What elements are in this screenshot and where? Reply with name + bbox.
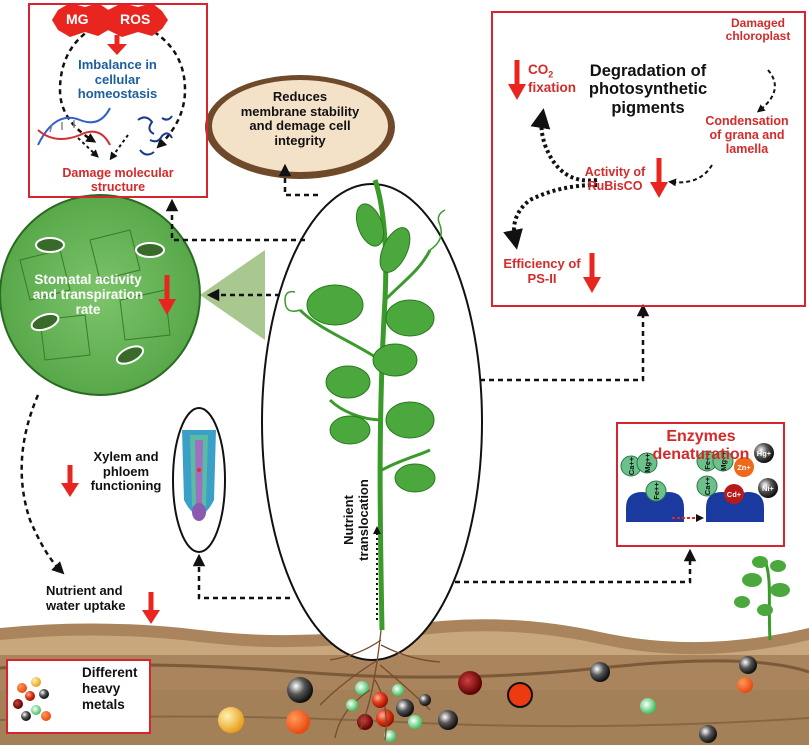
soil-metal-balls [218,656,757,743]
ros-label: ROS [120,11,151,27]
red-decrease-arrows [61,35,668,624]
nutrient-uptake-text: Nutrient and water uptake [46,583,126,613]
ion-hg [754,443,774,463]
degradation-title: Degradation of photosynthetic pigments [588,62,708,117]
molecule-arrows [77,134,129,161]
ion-cd-label: Cd+ [727,490,742,499]
ros-badge [104,3,168,37]
mg-badge [52,3,118,37]
ion-ca-2-label: Ca++ [703,476,712,495]
ion-mg-2-label: Mg++ [719,451,728,471]
ps2-text: Efficiency of PS-II [503,256,581,286]
ion-ni-label: Ni+ [762,484,775,493]
imbalance-text: Imbalance in cellular homeostasis [77,57,158,102]
ion-ni [758,478,778,498]
box-photosynthesis [491,11,806,307]
membrane-text: Reduces membrane stability and demage ce… [240,89,360,148]
co2-fixation-text: CO2 fixation [528,62,577,95]
damaged-chloroplast-text: Damaged chloroplast [725,16,791,44]
ion-mg-2 [712,450,734,472]
box-molecular [28,3,208,198]
rubisco-text: Activity of RuBisCO [584,165,646,193]
ion-fe-1 [645,480,667,502]
dna-icon [37,107,111,146]
metals-cluster-icon [13,677,51,721]
ion-zn [734,457,754,477]
roots [319,629,441,741]
ion-fe-1-label: Fe++ [652,482,661,500]
membrane-cell [205,75,395,179]
ion-zn-label: Zn+ [737,463,751,472]
xylem-ellipse [172,407,226,553]
photo-arrows [503,69,776,250]
small-plant [734,556,790,641]
broken-molecule-icon [137,115,173,156]
damage-molecular-text: Damage molecular structure [62,166,174,194]
enzyme-ions: Ca++ Mg++ Fe++ Fe++ Mg++ Ca++ Zn+ Hg+ Cd… [620,443,778,504]
ion-mg-1 [636,452,658,474]
ion-ca-1-label: Ca++ [627,456,636,475]
stomatal-text: Stomatal activity and transpiration rate [32,272,144,318]
ion-cd [724,484,744,504]
xylem-text: Xylem and phloem functioning [90,449,162,494]
translocation-text: Nutrient translocation [341,479,371,561]
ion-fe-2-label: Fe++ [703,452,712,470]
condensation-text: Condensation of grana and lamella [705,114,789,156]
enzyme-shapes [626,492,764,522]
plant-ellipse [261,183,483,661]
ion-mg-1-label: Mg++ [643,453,652,473]
ion-ca-2 [696,475,718,497]
root-metal-balls [346,684,431,711]
ion-hg-label: Hg+ [757,449,772,458]
metals-text: Different heavy metals [82,665,138,713]
mg-label: MG [66,11,89,27]
plant [284,179,446,631]
